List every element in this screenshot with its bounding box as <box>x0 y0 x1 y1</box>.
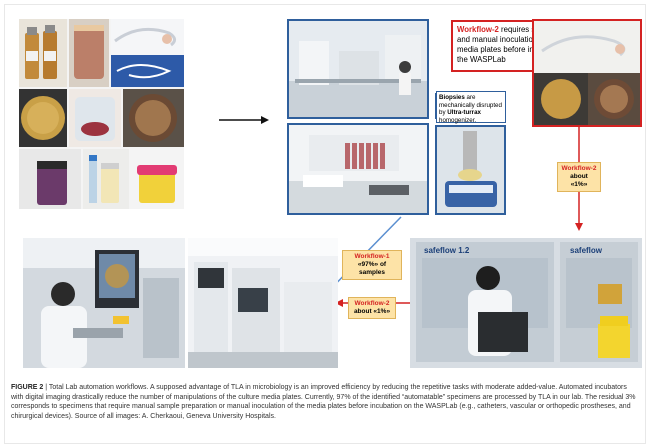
specimen-photo-grid <box>19 19 184 209</box>
technician-screen-photo <box>23 238 185 368</box>
callout-workflow1: Workflow-1 «97%» of samples <box>342 250 402 280</box>
lab-bench-photo <box>287 123 429 215</box>
caption-text: | Total Lab automation workflows. A supp… <box>11 384 636 420</box>
arrow-right-black <box>219 116 269 124</box>
cabinet-logo-1: safeflow 1.2 <box>424 246 470 255</box>
manual-prep-photos <box>532 19 642 127</box>
homogenizer-photo <box>435 125 506 215</box>
callout-workflow2-right: Workflow-2 about «1%» <box>557 162 601 192</box>
biopsy-note: Biopsies are mechanically disrupted by U… <box>436 91 506 124</box>
wasplab-photo <box>188 238 338 368</box>
figure-caption: FIGURE 2 | Total Lab automation workflow… <box>11 383 641 421</box>
specimen-collage <box>19 19 184 209</box>
safety-cabinet-photo: safeflow 1.2 safeflow <box>410 238 642 368</box>
figure: Biopsies are mechanically disrupted by U… <box>4 4 646 444</box>
cabinet-logo-2: safeflow <box>570 246 603 255</box>
figure-label: FIGURE 2 <box>11 384 44 391</box>
callout-workflow2-mid: Workflow-2 about «1%» <box>348 297 396 319</box>
lab-room-photo <box>287 19 429 119</box>
